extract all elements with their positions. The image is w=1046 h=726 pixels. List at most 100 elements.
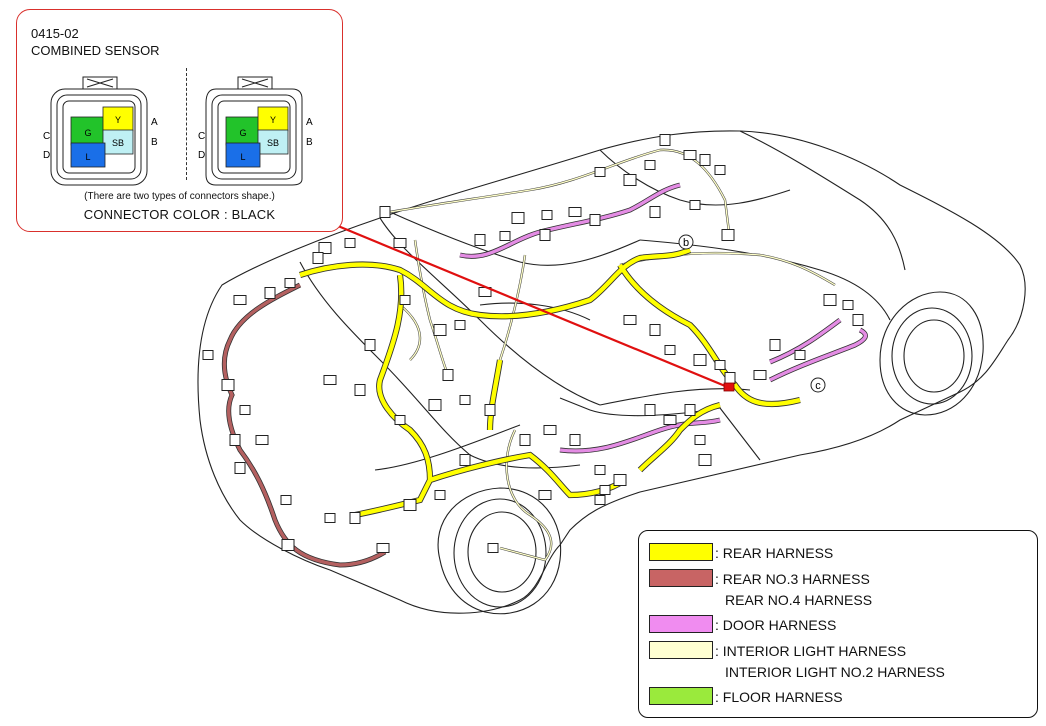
connector-box [229,434,241,446]
connector-name: COMBINED SENSOR [31,43,160,58]
marker-b: b [683,237,689,249]
connector-box [379,206,391,218]
legend-label-2: INTERIOR LIGHT NO.2 HARNESS [725,664,945,680]
legend-label: : INTERIOR LIGHT HARNESS [715,643,907,659]
connector-box [543,425,557,435]
connector-box [753,370,767,380]
connector-box [693,354,707,366]
connector-box [323,375,337,385]
connector-box [394,415,406,425]
connector-box [539,229,551,241]
harness-legend: : REAR HARNESS : REAR NO.3 HARNESS REAR … [638,530,1038,718]
pin-y-label: Y [270,115,276,125]
connector-box [428,399,442,411]
connector-box [644,160,656,170]
connector-box [393,238,407,248]
separator-dashed [186,68,187,180]
marker-c: c [815,380,821,392]
door-harness [459,182,868,454]
connector-box [589,214,601,226]
rear-no3-harness [221,282,387,568]
connector-box [699,154,711,166]
connector-box [714,165,726,175]
connector-box [433,324,447,336]
connector-box [399,295,411,305]
connector-box [769,339,781,351]
connector-box [459,395,471,405]
connector-box [644,404,656,416]
connector-box [842,300,854,310]
interior-light-harness [389,148,836,562]
connector-box [594,167,606,177]
side-label-b: B [306,137,313,148]
connector-box [442,369,454,381]
connector-box [689,200,701,210]
connector-box [794,350,806,360]
connector-callout: 0415-02 COMBINED SENSOR G Y SB L C D A B [16,9,343,232]
connector-box [541,210,553,220]
connector-box [623,174,637,186]
connector-box [487,543,499,553]
connector-box [664,345,676,355]
connector-box [663,415,677,425]
connector-color: CONNECTOR COLOR : BLACK [83,207,276,222]
legend-label-2: REAR NO.4 HARNESS [725,592,873,608]
connector-box [823,294,837,306]
connector-box [714,360,726,370]
pin-y-label: Y [115,115,121,125]
connector-box [659,134,671,146]
connector-box [264,287,276,299]
side-label-a: A [306,117,313,128]
connector-box [594,495,606,505]
connector-box [255,435,269,445]
connector-box [484,404,496,416]
connector-box [569,434,581,446]
connector-box [349,512,361,524]
side-label-c: C [43,131,50,142]
connector-box [454,320,466,330]
side-label-d: D [43,150,50,161]
connector-box [434,490,446,500]
legend-label: : REAR NO.3 HARNESS [715,571,870,587]
pin-g-label: G [239,128,246,138]
side-label-d: D [198,150,205,161]
pin-sb-label: SB [267,138,279,148]
connector-box [221,379,235,391]
connector-box [852,314,864,326]
connector-box [280,495,292,505]
harness-connectors [202,134,864,553]
legend-swatch [649,641,713,659]
connector-box [403,499,417,511]
connector-box [344,238,356,248]
connector-code: 0415-02 [31,26,79,41]
legend-swatch [649,687,713,705]
connector-box [354,384,366,396]
marker-b-circle [678,234,694,250]
pin-l-label: L [85,152,90,162]
side-label-b: B [151,137,158,148]
connector-box [239,405,251,415]
front-wheel [437,487,562,615]
connector-shape-2: G Y SB L C D A B [198,76,313,186]
connector-box [519,434,531,446]
connector-box [281,539,295,551]
marker-c-circle [810,377,826,393]
pin-l-label: L [240,152,245,162]
connector-box [594,465,606,475]
connector-box [234,462,246,474]
connector-box [721,229,735,241]
connector-box [694,435,706,445]
side-label-a: A [151,117,158,128]
connector-box [538,490,552,500]
connector-box [284,278,296,288]
connector-shape-1: G Y SB L C D A B [43,76,158,186]
connector-box [459,454,471,466]
legend-label: : DOOR HARNESS [715,617,837,633]
connector-box [376,543,390,553]
connector-box [511,212,525,224]
connector-box [684,404,696,416]
connector-box [599,485,611,495]
legend-label: : FLOOR HARNESS [715,689,843,705]
rear-wheel [879,291,984,416]
connector-box [364,339,376,351]
